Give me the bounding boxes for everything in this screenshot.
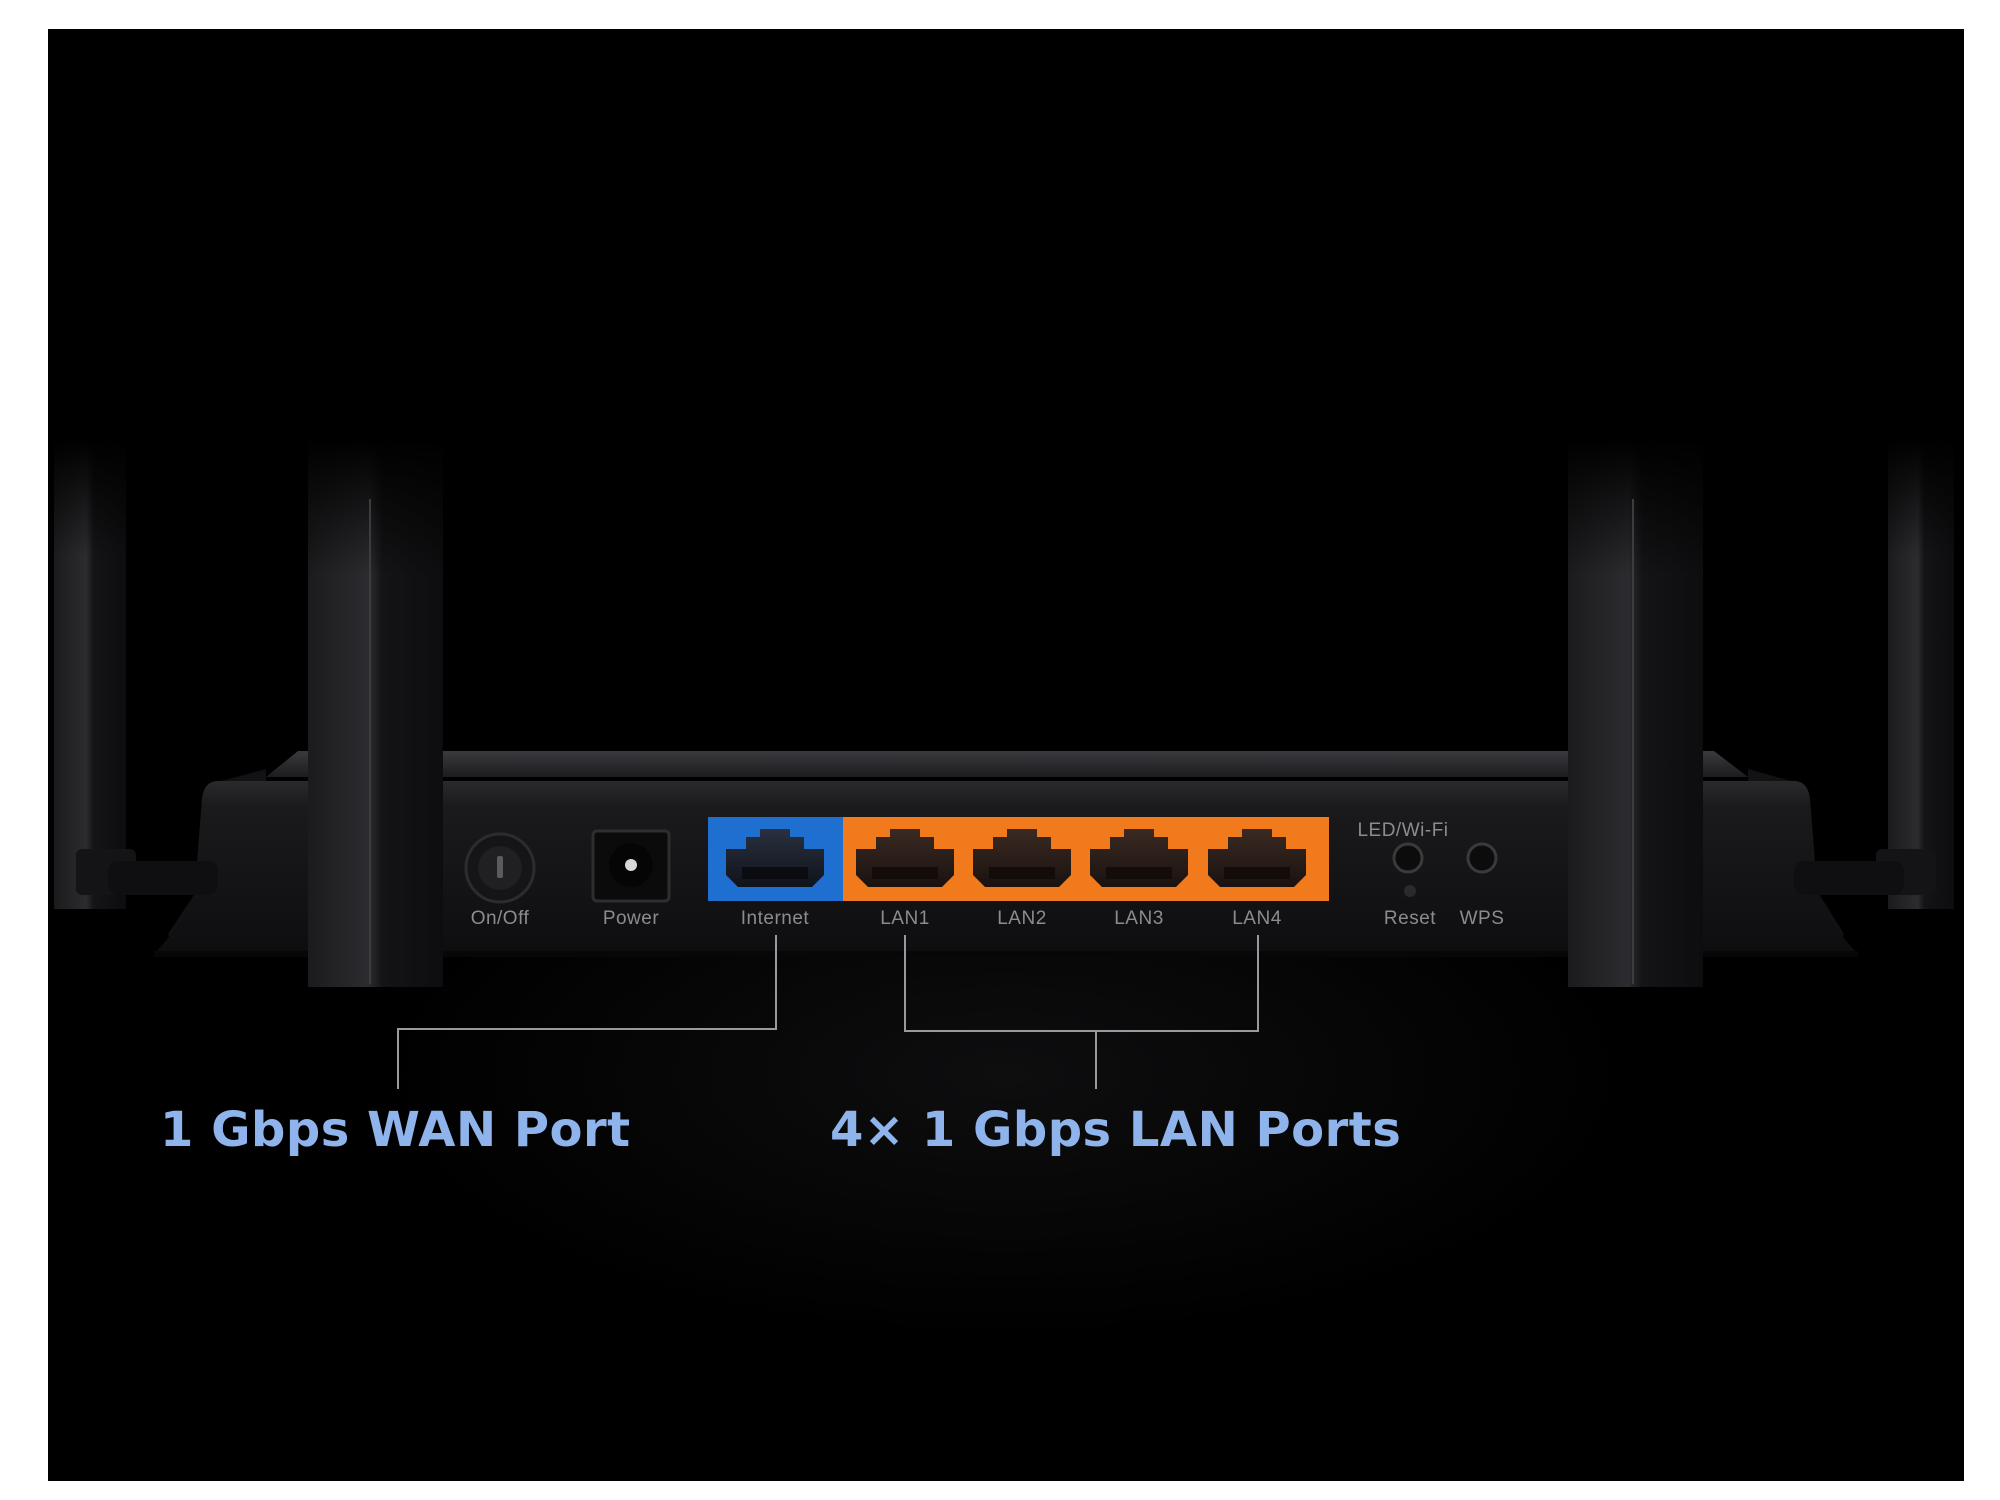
label-lan2: LAN2 xyxy=(997,908,1047,929)
antenna-far-right xyxy=(1876,439,1954,909)
wan-callout-line xyxy=(397,935,777,1089)
lan-port-4 xyxy=(1208,829,1306,887)
antenna-far-left xyxy=(54,439,136,909)
router-rear-illustration: On/Off Power Internet LAN1 LAN2 LAN3 LAN… xyxy=(54,439,1954,1089)
lan-port-2 xyxy=(973,829,1071,887)
power-jack xyxy=(591,829,671,903)
label-power: Power xyxy=(603,908,660,929)
wan-port xyxy=(708,817,843,901)
wan-port-caption: 1 Gbps WAN Port xyxy=(160,1102,631,1158)
power-switch[interactable] xyxy=(464,832,536,904)
wps-button[interactable] xyxy=(1466,842,1498,874)
lan-ports-caption: 4× 1 Gbps LAN Ports xyxy=(830,1102,1402,1158)
led-wifi-button[interactable] xyxy=(1392,842,1424,874)
label-onoff: On/Off xyxy=(471,908,530,929)
label-reset: Reset xyxy=(1384,908,1436,929)
lan-callout-line xyxy=(904,935,1259,1089)
lan-port-1 xyxy=(856,829,954,887)
lan-port-block xyxy=(843,817,1329,901)
label-wps: WPS xyxy=(1460,908,1505,929)
label-internet: Internet xyxy=(741,908,810,929)
product-image-frame: On/Off Power Internet LAN1 LAN2 LAN3 LAN… xyxy=(48,29,1964,1481)
reset-pinhole[interactable] xyxy=(1404,885,1416,897)
antenna-right xyxy=(1568,439,1703,987)
label-lan4: LAN4 xyxy=(1232,908,1282,929)
label-led-wifi: LED/Wi-Fi xyxy=(1357,820,1448,841)
label-lan1: LAN1 xyxy=(880,908,930,929)
lan-port-3 xyxy=(1090,829,1188,887)
antenna-left xyxy=(308,439,443,987)
label-lan3: LAN3 xyxy=(1114,908,1164,929)
